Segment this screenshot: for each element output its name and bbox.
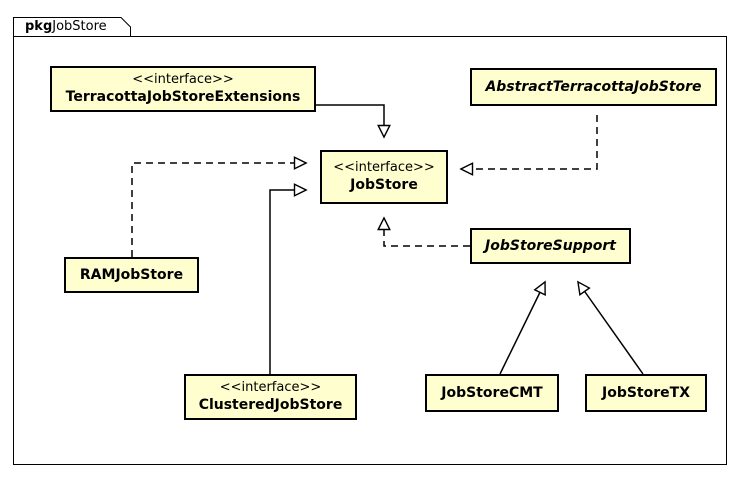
class-name-label: JobStoreCMT: [441, 385, 543, 401]
package-tab-label: pkgJobStore: [25, 19, 107, 35]
class-name-label: TerracottaJobStoreExtensions: [65, 89, 301, 105]
class-name-label: JobStoreTX: [602, 385, 690, 401]
package-tab-shape-icon: [13, 17, 131, 37]
class-node-terracotta-job-store-extensions[interactable]: <<interface>> TerracottaJobStoreExtensio…: [50, 66, 316, 112]
class-name-label: RAMJobStore: [79, 267, 184, 283]
package-keyword: pkg: [25, 19, 53, 34]
package-frame-top-border: [13, 36, 727, 37]
class-name-label: AbstractTerracottaJobStore: [485, 79, 702, 95]
class-node-job-store-cmt[interactable]: JobStoreCMT: [425, 374, 559, 412]
package-name: JobStore: [52, 19, 107, 34]
stereotype-label: <<interface>>: [333, 160, 435, 175]
class-name-label: JobStore: [350, 177, 418, 193]
class-name-label: JobStoreSupport: [485, 238, 616, 254]
stereotype-label: <<interface>>: [219, 380, 322, 395]
package-frame: [13, 36, 727, 465]
class-node-job-store-tx[interactable]: JobStoreTX: [585, 374, 707, 412]
stereotype-label: <<interface>>: [132, 72, 234, 87]
class-node-job-store[interactable]: <<interface>> JobStore: [320, 150, 448, 204]
class-node-abstract-terracotta-job-store[interactable]: AbstractTerracottaJobStore: [470, 68, 717, 106]
class-node-clustered-job-store[interactable]: <<interface>> ClusteredJobStore: [184, 374, 357, 420]
class-node-ram-job-store[interactable]: RAMJobStore: [64, 257, 199, 293]
class-node-job-store-support[interactable]: JobStoreSupport: [470, 228, 631, 264]
class-name-label: ClusteredJobStore: [198, 397, 343, 413]
